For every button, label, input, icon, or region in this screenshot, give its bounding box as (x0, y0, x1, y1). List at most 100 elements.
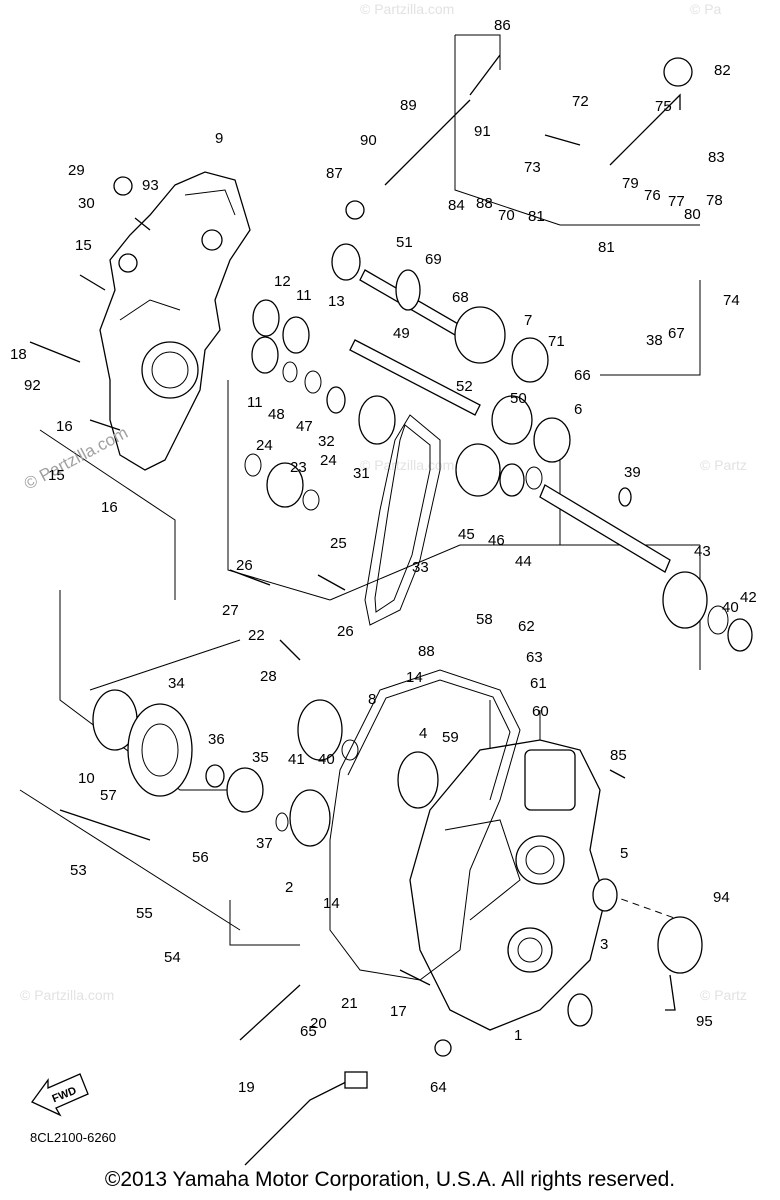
callout: 13 (328, 293, 345, 310)
callout: 71 (548, 333, 565, 350)
callout: 40 (722, 599, 739, 616)
svg-text:© Partzilla.com: © Partzilla.com (360, 457, 454, 473)
callout: 47 (296, 418, 313, 435)
callout: 31 (353, 465, 370, 482)
svg-text:© Partz: © Partz (700, 987, 747, 1003)
callout: 95 (696, 1013, 713, 1030)
callout: 40 (318, 751, 335, 768)
gears-and-bearings (92, 243, 753, 1027)
callout: 63 (526, 649, 543, 666)
callout: 21 (341, 995, 358, 1012)
part-9-left-cover (99, 171, 251, 471)
callout: 55 (136, 905, 153, 922)
callout: 12 (274, 273, 291, 290)
callout: 28 (260, 668, 277, 685)
callout: 39 (624, 464, 641, 481)
callout: 42 (740, 589, 757, 606)
callout: 37 (256, 835, 273, 852)
callout: 56 (192, 849, 209, 866)
callout: 19 (238, 1079, 255, 1096)
callout: 8 (368, 691, 376, 708)
copyright-notice: ©2013 Yamaha Motor Corporation, U.S.A. A… (104, 1168, 676, 1191)
callout: 92 (24, 377, 41, 394)
callout: 32 (318, 433, 335, 450)
callout: 23 (290, 459, 307, 476)
callout: 5 (620, 845, 628, 862)
svg-text:© Partzilla.com: © Partzilla.com (20, 987, 114, 1003)
callout: 52 (456, 378, 473, 395)
callout: 15 (75, 237, 92, 254)
callout: 74 (723, 292, 740, 309)
callout: 14 (323, 895, 340, 912)
callout: 30 (78, 195, 95, 212)
callout: 34 (168, 675, 185, 692)
callout: 73 (524, 159, 541, 176)
callout: 18 (10, 346, 27, 363)
callout: 57 (100, 787, 117, 804)
callout: 81 (598, 239, 615, 256)
callout: 68 (452, 289, 469, 306)
callout: 22 (248, 627, 265, 644)
callout: 70 (498, 207, 515, 224)
callout: 7 (524, 312, 532, 329)
callout: 53 (70, 862, 87, 879)
callout: 43 (694, 543, 711, 560)
callout: 11 (296, 287, 312, 304)
callout: 35 (252, 749, 269, 766)
callout: 17 (390, 1003, 407, 1020)
callout: 75 (655, 98, 672, 115)
callout: 45 (458, 526, 475, 543)
callout: 10 (78, 770, 95, 787)
callout: 38 (646, 332, 663, 349)
callout: 2 (285, 879, 293, 896)
callout: 54 (164, 949, 181, 966)
callout: 62 (518, 618, 535, 635)
callout: 24 (256, 437, 273, 454)
part-1-main-crankcase (409, 739, 606, 1031)
callout: 77 (668, 193, 685, 210)
callout: 6 (574, 401, 582, 418)
callout: 29 (68, 162, 85, 179)
callout: 89 (400, 97, 417, 114)
callout: 26 (236, 557, 253, 574)
callout: 27 (222, 602, 239, 619)
callout: 93 (142, 177, 159, 194)
svg-text:© Partzilla.com: © Partzilla.com (360, 1, 454, 17)
callout: 16 (56, 418, 73, 435)
callout: 79 (622, 175, 639, 192)
callout: 26 (337, 623, 354, 640)
callout: 25 (330, 535, 347, 552)
callout: 24 (320, 452, 337, 469)
callout: 66 (574, 367, 591, 384)
callout: 51 (396, 234, 413, 251)
callout: 33 (412, 559, 429, 576)
callout: 87 (326, 165, 343, 182)
callout: 16 (101, 499, 118, 516)
part-8-gasket (329, 669, 521, 981)
callout: 65 (300, 1023, 317, 1040)
callout: 76 (644, 187, 661, 204)
callout: 88 (476, 195, 493, 212)
watermark-overlay: © Partzilla.com (21, 423, 131, 494)
callout: 3 (600, 936, 608, 953)
diagram-code: 8CL2100-6260 (30, 1130, 117, 1145)
callout: 61 (530, 675, 547, 692)
callout: 83 (708, 149, 725, 166)
callout: 85 (610, 747, 627, 764)
callout: 88 (418, 643, 435, 660)
callout: 48 (268, 406, 285, 423)
callout: 9 (215, 130, 223, 147)
callout: 20 (310, 1015, 327, 1032)
callout: 14 (406, 669, 423, 686)
shafts (349, 269, 671, 573)
svg-text:© Pa: © Pa (690, 1, 722, 17)
callout: 46 (488, 532, 505, 549)
callout: 64 (430, 1079, 447, 1096)
callout: 84 (448, 197, 465, 214)
callout: 44 (515, 553, 532, 570)
callout: 81 (528, 208, 545, 225)
callout: 80 (684, 206, 701, 223)
callouts: 1 2 3 4 5 6 7 8 9 10 11 11 12 13 14 14 1… (10, 17, 757, 1096)
part-33-belt (364, 414, 441, 626)
